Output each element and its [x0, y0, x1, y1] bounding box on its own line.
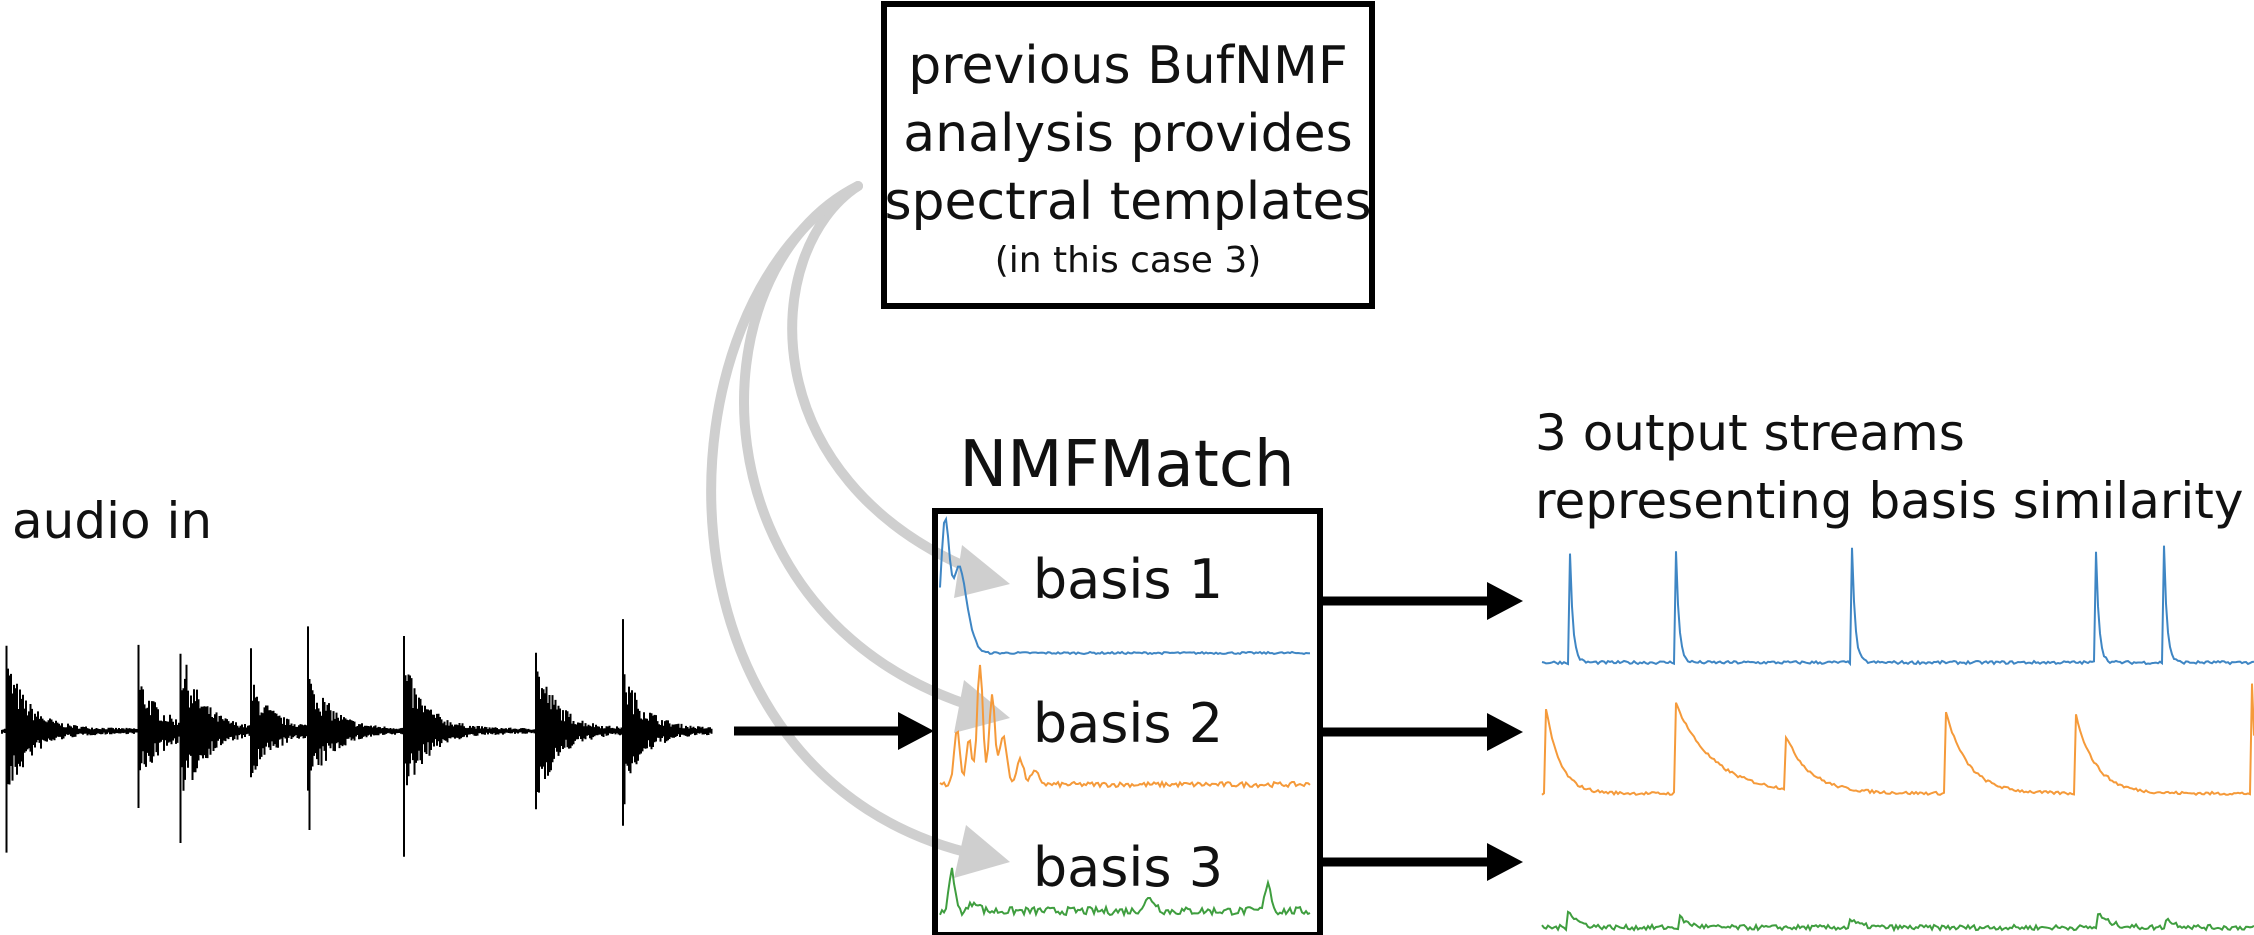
nmfmatch-box: [932, 508, 1323, 935]
output-arrowhead-1: [1487, 582, 1523, 620]
templates-box: previous BufNMF analysis provides spectr…: [881, 1, 1375, 309]
output-stream-1: [1541, 545, 2254, 667]
nmfmatch-title: NMFMatch: [959, 428, 1294, 502]
basis-1-label: basis 1: [1033, 548, 1223, 611]
template-arrows: [706, 181, 1010, 878]
template-arrow-3: [706, 181, 983, 860]
templates-line-1: previous BufNMF: [908, 36, 1347, 96]
template-arrowhead-1: [954, 545, 1010, 598]
audio-in-label: audio in: [12, 492, 212, 550]
output-stream-2: [1541, 683, 2254, 796]
basis-2-label: basis 2: [1033, 692, 1223, 755]
output-arrows: [1322, 582, 1523, 881]
templates-box-frame: [881, 1, 1375, 309]
basis-1-template: [939, 515, 1311, 656]
templates-note: (in this case 3): [995, 240, 1262, 281]
basis-2-template: [939, 664, 1311, 790]
output-arrowhead-2: [1487, 713, 1523, 751]
input-arrowhead: [898, 712, 934, 750]
template-arrowhead-3: [954, 825, 1010, 878]
output-stream-3: [1541, 910, 2254, 933]
templates-line-2: analysis provides: [903, 104, 1352, 164]
template-arrow-1: [787, 181, 983, 577]
basis-3-template: [939, 867, 1311, 918]
basis-3-label: basis 3: [1033, 836, 1223, 899]
output-label-line-2: representing basis similarity: [1535, 472, 2243, 530]
audio-waveform: [1, 619, 713, 857]
output-arrowhead-3: [1487, 843, 1523, 881]
output-label-line-1: 3 output streams: [1535, 404, 1965, 462]
templates-line-3: spectral templates: [884, 172, 1371, 232]
